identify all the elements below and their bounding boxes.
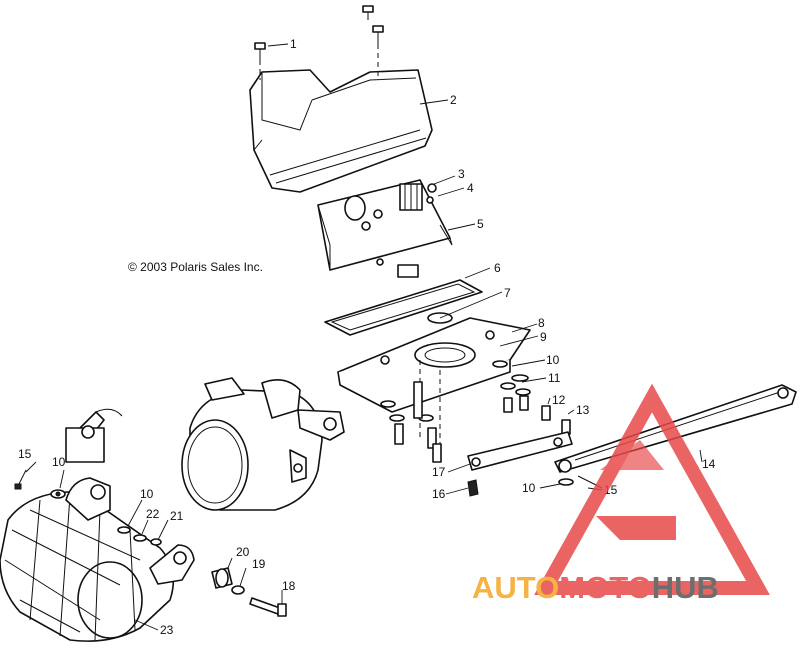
callout-2: 2 <box>450 93 457 107</box>
callout-6: 6 <box>494 261 501 275</box>
leader-lines <box>25 43 703 631</box>
watermark-triangle-inner <box>596 516 676 540</box>
callout-5: 5 <box>477 217 484 231</box>
bolt-1 <box>254 42 266 60</box>
watermark-text: AUTOMOTOHUB <box>472 570 719 605</box>
link-arm <box>467 431 573 471</box>
callout-18: 18 <box>282 579 296 593</box>
air-filter-element <box>317 179 453 278</box>
watermark-triangle-outer <box>534 383 770 595</box>
washer-19 <box>231 585 245 595</box>
callout-labels: 1 2 3 4 5 6 7 8 9 10 11 12 13 14 15 10 1… <box>18 37 716 637</box>
callout-10-right: 10 <box>546 353 560 367</box>
bolt-15-left <box>14 469 27 490</box>
bolt-18 <box>249 597 287 617</box>
base-plate <box>337 312 531 413</box>
callout-7: 7 <box>504 286 511 300</box>
callout-8: 8 <box>538 316 545 330</box>
watermark-stripe <box>600 440 664 470</box>
callout-23: 23 <box>160 623 174 637</box>
washer-10-left <box>50 489 66 499</box>
callout-10-lower: 10 <box>522 481 536 495</box>
callout-21: 21 <box>170 509 184 523</box>
upper-bracket <box>65 408 123 463</box>
callout-17: 17 <box>432 465 446 479</box>
callout-15-left: 15 <box>18 447 32 461</box>
gasket <box>324 279 483 336</box>
screw-16 <box>467 479 479 497</box>
callout-3: 3 <box>458 167 465 181</box>
washers-center-left <box>117 526 162 546</box>
callout-16: 16 <box>432 487 446 501</box>
callout-10-left: 10 <box>52 455 66 469</box>
callout-1: 1 <box>290 37 297 51</box>
callout-11: 11 <box>548 371 561 385</box>
callout-20: 20 <box>236 545 250 559</box>
bushing-20 <box>211 567 233 589</box>
watermark-logo: AUTOMOTOHUB <box>472 383 770 605</box>
callout-13: 13 <box>576 403 590 417</box>
callout-12: 12 <box>552 393 566 407</box>
callout-22: 22 <box>146 507 160 521</box>
callout-19: 19 <box>252 557 266 571</box>
copyright-text: © 2003 Polaris Sales Inc. <box>128 260 263 274</box>
callout-9: 9 <box>540 330 547 344</box>
lower-bolts <box>380 360 442 463</box>
resonator-cage <box>0 477 195 642</box>
callout-4: 4 <box>467 181 474 195</box>
callout-14: 14 <box>702 457 716 471</box>
bolt-top-right <box>362 5 384 44</box>
airbox-lid <box>249 69 433 193</box>
grommets <box>492 360 531 396</box>
intake-boot <box>181 377 345 511</box>
callout-10-center: 10 <box>140 487 154 501</box>
